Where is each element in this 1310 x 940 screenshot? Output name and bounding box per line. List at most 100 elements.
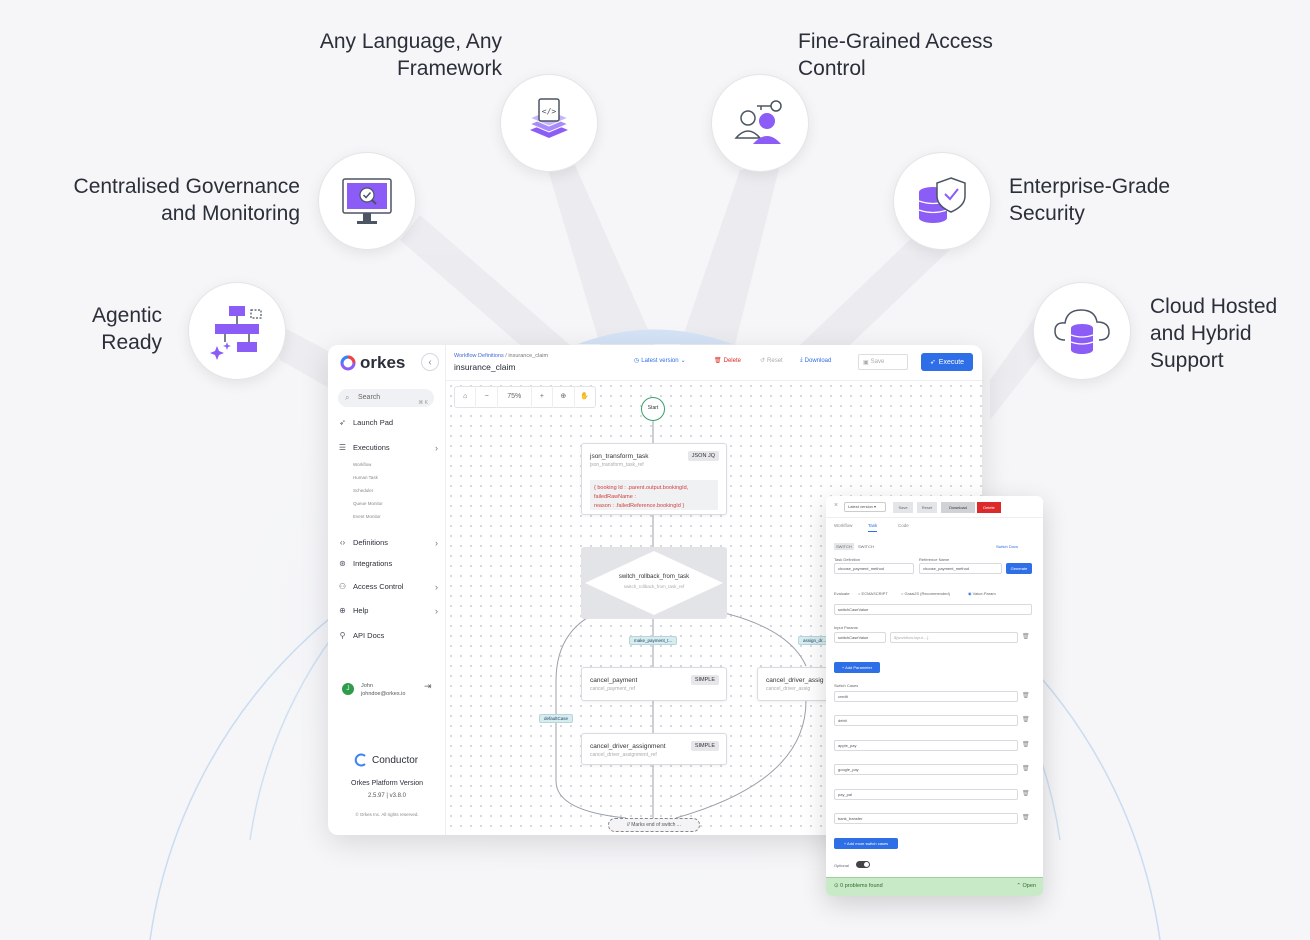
pan-icon[interactable]: ✋ xyxy=(580,393,590,400)
node-ref: switch_rollback_from_task_ref xyxy=(623,584,685,589)
panel-download-button[interactable]: Download xyxy=(941,502,975,513)
save-label: Save xyxy=(870,359,885,365)
switch-node[interactable]: switch_rollback_from_task switch_rollbac… xyxy=(581,547,727,619)
switch-docs-link[interactable]: Switch Docs xyxy=(996,544,1019,549)
trash-icon[interactable]: 🗑 xyxy=(1022,742,1030,748)
open-problems-button[interactable]: ⌃ Open xyxy=(1016,883,1036,889)
breadcrumb-sep: / xyxy=(505,353,507,359)
param-value-field[interactable]: ${workflow.input....} xyxy=(890,632,1018,643)
panel-reset-button[interactable]: Reset xyxy=(917,502,937,513)
radio-graaljs[interactable]: ○ GraalJS (Recommended) xyxy=(901,591,950,596)
add-parameter-button[interactable]: + Add Parameter xyxy=(834,662,880,673)
collapse-sidebar-button[interactable]: ‹ xyxy=(421,353,439,371)
start-node[interactable]: Start xyxy=(641,397,665,421)
feature-circle-cloud xyxy=(1033,282,1131,380)
switch-case-field[interactable]: pay_pal xyxy=(834,789,1018,800)
version-select[interactable]: ◷Latest version⌄ xyxy=(634,357,686,365)
breadcrumb-parent[interactable]: Workflow Definitions xyxy=(454,353,504,359)
switch-case-field[interactable]: google_pay xyxy=(834,764,1018,775)
input-params-label: Input Params xyxy=(834,625,858,630)
json-transform-node[interactable]: json_transform_task json_transform_task_… xyxy=(581,443,727,515)
task-def-field[interactable]: choose_payment_method xyxy=(834,563,914,574)
tab-workflow[interactable]: Workflow xyxy=(834,523,853,528)
agent-flow-icon xyxy=(210,306,262,360)
copyright: © Orkes Inc. All rights reserved. xyxy=(355,812,419,817)
cancel-driver-right-node[interactable]: cancel_driver_assig cancel_driver_assig xyxy=(757,667,837,701)
page-title: insurance_claim xyxy=(454,362,516,372)
radio-label: GraalJS (Recommended) xyxy=(904,591,950,596)
close-icon[interactable]: × xyxy=(834,502,839,509)
code-line: reason : .failedReference.bookingId } xyxy=(594,503,685,509)
trash-icon[interactable]: 🗑 xyxy=(1022,791,1030,797)
cancel-driver-node[interactable]: cancel_driver_assignment cancel_driver_a… xyxy=(581,733,727,765)
generate-button[interactable]: Generate xyxy=(1006,563,1032,574)
optional-toggle[interactable] xyxy=(856,861,870,868)
panel-save-button[interactable]: Save xyxy=(893,502,913,513)
switch-case-field[interactable]: bank_transfer xyxy=(834,813,1018,824)
nav-help[interactable]: ⊕Help› xyxy=(338,606,438,616)
execute-button[interactable]: ➶Execute xyxy=(921,353,973,371)
subnav-human-task[interactable]: Human Task xyxy=(353,475,378,480)
switch-case-field[interactable]: debit xyxy=(834,715,1018,726)
orkes-logo[interactable]: orkes xyxy=(340,353,405,373)
end-switch-node[interactable]: // Marks end of switch ... xyxy=(608,818,700,832)
zoom-toolbar: ⌂ − 75% + ⊕ ✋ xyxy=(454,386,596,408)
feature-circle-governance xyxy=(318,152,416,250)
problems-bar[interactable]: ⊙ 0 problems found ⌃ Open xyxy=(826,877,1043,896)
subnav-queue-monitor[interactable]: Queue Monitor xyxy=(353,501,383,506)
search-shortcut: ⌘ K xyxy=(418,400,428,406)
switch-case-field[interactable]: apple_pay xyxy=(834,740,1018,751)
add-switch-cases-button[interactable]: + Add more switch cases xyxy=(834,838,898,849)
delete-button[interactable]: 🗑Delete xyxy=(714,357,741,365)
execute-label: Execute xyxy=(938,358,965,366)
home-icon[interactable]: ⌂ xyxy=(455,386,477,408)
node-name: switch_rollback_from_task xyxy=(618,574,690,580)
cancel-payment-node[interactable]: cancel_payment cancel_payment_ref SIMPLE xyxy=(581,667,727,701)
download-icon: ⤓ xyxy=(800,357,803,363)
feature-label-language: Any Language, Any Framework xyxy=(319,30,502,80)
panel-delete-button[interactable]: Delete xyxy=(977,502,1001,513)
ref-name-field[interactable]: choose_payment_method xyxy=(919,563,1002,574)
task-def-label: Task Definition xyxy=(834,557,861,562)
conductor-logo: Conductor xyxy=(354,753,418,767)
trash-icon[interactable]: 🗑 xyxy=(1022,634,1030,640)
switch-case-field[interactable]: credit xyxy=(834,691,1018,702)
zoom-out-button[interactable]: − xyxy=(476,386,498,408)
chevron-down-icon: ⌄ xyxy=(680,358,686,364)
nav-definitions[interactable]: ‹›Definitions› xyxy=(338,538,438,548)
tab-code[interactable]: Code xyxy=(898,523,909,528)
download-button[interactable]: ⤓Download xyxy=(800,357,831,364)
feature-circle-security xyxy=(893,152,991,250)
panel-toolbar: × Latest version ▾ Save Reset Download D… xyxy=(826,496,1043,518)
subnav-event-monitor[interactable]: Event Monitor xyxy=(353,514,381,519)
subnav-workflow[interactable]: Workflow xyxy=(353,462,372,467)
logout-icon[interactable]: ⇥ xyxy=(424,681,432,691)
trash-icon[interactable]: 🗑 xyxy=(1022,693,1030,699)
nav-access-control[interactable]: ⚇Access Control› xyxy=(338,582,438,592)
switch-case-value-field[interactable]: switchCaseValue xyxy=(834,604,1032,615)
open-label: Open xyxy=(1022,883,1036,889)
zoom-level: 75% xyxy=(498,386,532,408)
nav-launch-pad[interactable]: ➶Launch Pad xyxy=(338,418,438,427)
radio-ecmascript[interactable]: ○ ECMASCRIPT xyxy=(858,591,888,596)
tab-task[interactable]: Task xyxy=(868,523,878,532)
radio-value-param[interactable]: ◉ Value-Param xyxy=(968,591,996,596)
fit-icon[interactable]: ⊕ xyxy=(553,386,575,408)
nav-integrations[interactable]: ⊛Integrations xyxy=(338,559,438,568)
zoom-in-button[interactable]: + xyxy=(532,386,554,408)
trash-icon[interactable]: 🗑 xyxy=(1022,815,1030,821)
trash-icon[interactable]: 🗑 xyxy=(1022,717,1030,723)
subnav-scheduler[interactable]: Scheduler xyxy=(353,488,374,493)
reset-button[interactable]: ↺Reset xyxy=(760,357,783,365)
panel-version-select[interactable]: Latest version ▾ xyxy=(844,502,886,512)
nav-label: Help xyxy=(353,606,369,615)
param-key-field[interactable]: switchCaseValue xyxy=(834,632,886,643)
nav-label: Access Control xyxy=(353,582,404,591)
trash-icon[interactable]: 🗑 xyxy=(1022,766,1030,772)
node-name: json_transform_task xyxy=(590,453,649,460)
save-button[interactable]: ▣Save xyxy=(858,354,908,370)
nav-api-docs[interactable]: ⚲API Docs xyxy=(338,631,438,640)
nav-executions[interactable]: ☰Executions› xyxy=(338,443,438,453)
search-input[interactable]: ⌕ Search ⌘ K xyxy=(338,389,434,407)
node-ref: cancel_driver_assignment_ref xyxy=(590,752,657,758)
